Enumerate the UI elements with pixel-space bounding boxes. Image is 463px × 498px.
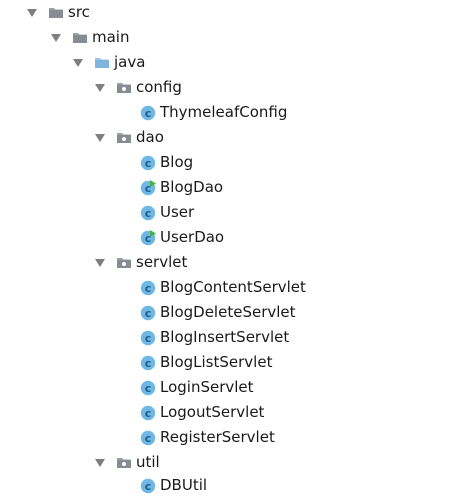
tree-node-thymeleafconfig[interactable]: c ThymeleafConfig	[140, 100, 287, 125]
tree-node-label: Blog	[160, 153, 194, 171]
tree-node-label: config	[136, 78, 182, 96]
class-icon: c	[140, 405, 156, 421]
tree-node-java[interactable]: java	[72, 50, 145, 75]
tree-node-label: BlogDao	[160, 178, 224, 196]
tree-node-user[interactable]: c User	[140, 200, 194, 225]
tree-node-bloginsertservlet[interactable]: c BlogInsertServlet	[140, 325, 289, 350]
tree-node-label: BlogDeleteServlet	[160, 303, 296, 321]
tree-node-blogdao[interactable]: c BlogDao	[140, 175, 223, 200]
svg-text:c: c	[145, 107, 152, 120]
tree-node-label: dao	[136, 128, 164, 146]
svg-text:c: c	[145, 282, 152, 295]
chevron-down-icon[interactable]	[72, 57, 84, 69]
chevron-down-icon[interactable]	[94, 457, 106, 469]
class-icon: c	[140, 478, 156, 494]
tree-node-label: BlogInsertServlet	[160, 328, 290, 346]
tree-node-label: main	[92, 28, 130, 46]
tree-node-loginservlet[interactable]: c LoginServlet	[140, 375, 254, 400]
class-icon: c	[140, 205, 156, 221]
svg-text:c: c	[145, 157, 152, 170]
tree-node-blogdeleteservlet[interactable]: c BlogDeleteServlet	[140, 300, 296, 325]
class-icon: c	[140, 305, 156, 321]
tree-node-dao[interactable]: dao	[94, 125, 164, 150]
svg-text:c: c	[145, 432, 152, 445]
tree-node-blog[interactable]: c Blog	[140, 150, 193, 175]
class-runnable-icon: c	[140, 229, 156, 246]
source-folder-icon	[94, 55, 110, 71]
tree-node-label: BlogListServlet	[160, 353, 273, 371]
package-icon	[116, 80, 132, 96]
chevron-down-icon[interactable]	[94, 132, 106, 144]
tree-node-servlet[interactable]: servlet	[94, 250, 187, 275]
tree-node-label: ThymeleafConfig	[160, 103, 288, 121]
svg-text:c: c	[145, 382, 152, 395]
tree-node-label: BlogContentServlet	[160, 278, 306, 296]
chevron-down-icon[interactable]	[26, 7, 38, 19]
tree-node-registerservlet[interactable]: c RegisterServlet	[140, 425, 275, 450]
class-icon: c	[140, 355, 156, 371]
tree-node-main[interactable]: main	[50, 25, 129, 50]
svg-text:c: c	[145, 232, 152, 245]
tree-node-label: LoginServlet	[160, 378, 254, 396]
tree-node-bloglistservlet[interactable]: c BlogListServlet	[140, 350, 272, 375]
svg-text:c: c	[145, 207, 152, 220]
tree-node-label: util	[136, 453, 160, 471]
tree-node-label: servlet	[136, 253, 188, 271]
folder-icon	[72, 30, 88, 46]
svg-text:c: c	[145, 357, 152, 370]
tree-node-label: LogoutServlet	[160, 403, 265, 421]
tree-node-label: java	[114, 53, 146, 71]
tree-node-label: UserDao	[160, 228, 225, 246]
svg-text:c: c	[145, 480, 152, 493]
chevron-down-icon[interactable]	[50, 32, 62, 44]
tree-node-util[interactable]: util	[94, 450, 160, 475]
tree-node-userdao[interactable]: c UserDao	[140, 225, 224, 250]
tree-node-label: User	[160, 203, 195, 221]
package-icon	[116, 130, 132, 146]
package-icon	[116, 455, 132, 471]
svg-text:c: c	[145, 332, 152, 345]
class-icon: c	[140, 380, 156, 396]
svg-text:c: c	[145, 182, 152, 195]
tree-node-logoutservlet[interactable]: c LogoutServlet	[140, 400, 264, 425]
chevron-down-icon[interactable]	[94, 257, 106, 269]
class-icon: c	[140, 330, 156, 346]
tree-node-src[interactable]: src	[26, 0, 90, 25]
tree-node-dbutil[interactable]: c DBUtil	[140, 473, 207, 498]
class-runnable-icon: c	[140, 179, 156, 196]
class-icon: c	[140, 280, 156, 296]
tree-node-config[interactable]: config	[94, 75, 182, 100]
tree-node-label: DBUtil	[160, 476, 208, 494]
chevron-down-icon[interactable]	[94, 82, 106, 94]
tree-node-label: RegisterServlet	[160, 428, 275, 446]
folder-icon	[48, 5, 64, 21]
tree-node-blogcontentservlet[interactable]: c BlogContentServlet	[140, 275, 306, 300]
class-icon: c	[140, 155, 156, 171]
tree-node-label: src	[68, 3, 90, 21]
class-icon: c	[140, 105, 156, 121]
svg-text:c: c	[145, 407, 152, 420]
class-icon: c	[140, 430, 156, 446]
package-icon	[116, 255, 132, 271]
svg-text:c: c	[145, 307, 152, 320]
